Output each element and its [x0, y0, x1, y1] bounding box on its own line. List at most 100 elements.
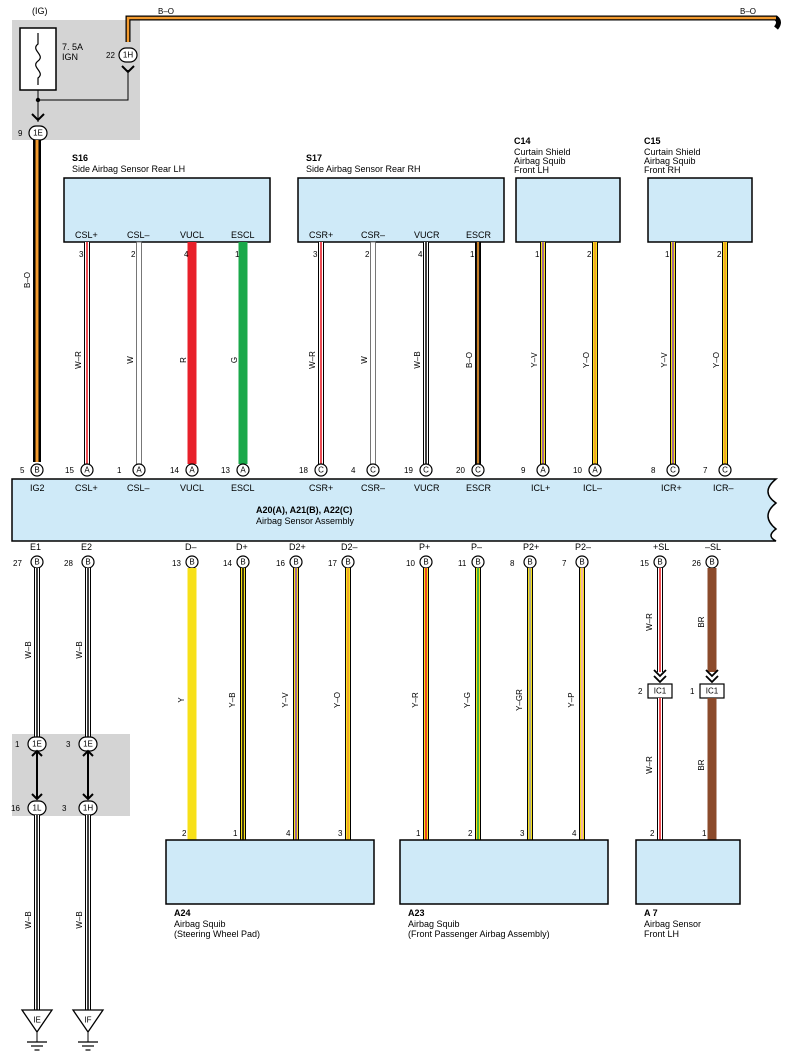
top-wire-color-6: W–B: [413, 351, 422, 368]
bottom-wire-color-9: BR: [697, 616, 706, 627]
ig2-pin: 5: [20, 466, 25, 475]
top-wire-pin-top-11: 2: [717, 250, 722, 259]
top-wire-term-5: CSR–: [361, 230, 385, 240]
bottom-wire-connector-6: B: [523, 555, 537, 569]
svg-text:B: B: [293, 558, 298, 567]
top-wire-pin-top-10: 1: [665, 250, 670, 259]
junction-link: [36, 751, 38, 799]
bottom-wire-label-0: D–: [185, 542, 197, 552]
svg-text:(Steering Wheel Pad): (Steering Wheel Pad): [174, 929, 260, 939]
top-wire-term-2: VUCL: [180, 230, 204, 240]
svg-text:Side Airbag Sensor Rear RH: Side Airbag Sensor Rear RH: [306, 164, 421, 174]
ground-wire-b-1: [85, 815, 91, 1010]
bottom-wire-7: [579, 568, 585, 840]
top-wire-pin-bot-10: 8: [651, 466, 656, 475]
top-wire-connector-8: A: [536, 463, 550, 477]
bottom-wire-pin-9: 26: [692, 559, 701, 568]
bottom-wire-pin-bot-2: 4: [286, 829, 291, 838]
component-s17: S17 Side Airbag Sensor Rear RH: [297, 153, 505, 243]
top-wire-color-1: W: [126, 356, 135, 364]
top-wire-pin-top-2: 4: [184, 250, 189, 259]
top-wire-pin-top-3: 1: [235, 250, 240, 259]
component-a7: A 7 Airbag Sensor Front LH: [635, 839, 741, 939]
svg-text:A: A: [592, 466, 598, 475]
top-wire-color-left: B–O: [158, 7, 174, 16]
top-wire-label-0: CSL+: [75, 483, 98, 493]
fuse-wire: [37, 70, 129, 101]
bottom-wire-color-7: Y–P: [567, 692, 576, 707]
top-wire-pin-top-7: 1: [470, 250, 475, 259]
svg-text:IF: IF: [84, 1016, 91, 1025]
top-wire-pin-bot-2: 14: [170, 466, 179, 475]
svg-text:A24: A24: [174, 908, 191, 918]
top-wire-color-9: Y–O: [582, 352, 591, 368]
top-wire-3: [238, 242, 248, 464]
svg-text:Airbag Squib: Airbag Squib: [174, 919, 226, 929]
ground-wire-connector-0: B: [30, 555, 44, 569]
svg-text:1E: 1E: [32, 740, 42, 749]
bottom-wire-connector-1: B: [236, 555, 250, 569]
bottom-wire-6: [527, 568, 533, 840]
bottom-ic-pin-8: 2: [638, 687, 643, 696]
top-wire-color-10: Y–V: [660, 352, 669, 368]
bottom-wire-pin-4: 10: [406, 559, 415, 568]
ig2-connector: B: [30, 463, 44, 477]
svg-text:IC1: IC1: [706, 687, 719, 696]
bottom-wire-label-5: P–: [471, 542, 482, 552]
top-wire-color-5: W: [360, 356, 369, 364]
bottom-wire-pin-bot-3: 3: [338, 829, 343, 838]
bottom-wire-pin-bot-4: 1: [416, 829, 421, 838]
top-wire-label-6: VUCR: [414, 483, 440, 493]
connector-arrow: [31, 113, 45, 122]
bottom-ic-9: IC1: [699, 683, 725, 699]
top-wire-color-0: W–R: [74, 351, 83, 369]
top-wire-label-7: ESCR: [466, 483, 492, 493]
top-wire-connector-5: C: [366, 463, 380, 477]
ground-wire-color-a-1: W–B: [75, 641, 84, 658]
top-wire-term-4: CSR+: [309, 230, 333, 240]
svg-text:C: C: [670, 466, 676, 475]
top-wire-term-3: ESCL: [231, 230, 255, 240]
connector-arrow: [653, 669, 667, 684]
top-wire-connector-0: A: [80, 463, 94, 477]
svg-text:1E: 1E: [83, 740, 93, 749]
svg-text:1H: 1H: [83, 804, 93, 813]
svg-text:C15: C15: [644, 136, 661, 146]
top-wire-pin-bot-4: 18: [299, 466, 308, 475]
svg-text:C: C: [475, 466, 481, 475]
ground-wire-a-0: [34, 568, 40, 737]
bottom-wire-4: [423, 568, 429, 840]
bottom-wire-connector-0: B: [185, 555, 199, 569]
svg-text:Front LH: Front LH: [514, 165, 549, 175]
bottom-wire-color-5: Y–G: [463, 692, 472, 708]
svg-text:Front LH: Front LH: [644, 929, 679, 939]
svg-text:A 7: A 7: [644, 908, 658, 918]
svg-text:B: B: [709, 558, 714, 567]
bottom-wire-b-9: [707, 698, 717, 840]
svg-text:S17: S17: [306, 153, 322, 163]
bottom-wire-pin-5: 11: [458, 559, 467, 568]
bottom-wire-pin-8: 15: [640, 559, 649, 568]
top-wire-connector-7: C: [471, 463, 485, 477]
bottom-wire-pin-3: 17: [328, 559, 337, 568]
bottom-wire-5: [475, 568, 481, 840]
svg-text:Airbag Squib: Airbag Squib: [408, 919, 460, 929]
svg-text:1E: 1E: [33, 129, 43, 138]
bottom-wire-pin-bot-8: 2: [650, 829, 655, 838]
bottom-wire-connector-7: B: [575, 555, 589, 569]
top-wire-label-5: CSR–: [361, 483, 385, 493]
ground-wire-label-1: E2: [81, 542, 92, 552]
ground-wire-color-b-0: W–B: [24, 911, 33, 928]
svg-text:C: C: [423, 466, 429, 475]
bottom-wire-2: [293, 568, 299, 840]
bottom-wire-connector-3: B: [341, 555, 355, 569]
top-wire-pin-bot-6: 19: [404, 466, 413, 475]
top-wire-pin-bot-5: 4: [351, 466, 356, 475]
component-c14: C14 Curtain Shield Airbag Squib Front LH: [514, 136, 621, 243]
ground-wire-pin-1: 28: [64, 559, 73, 568]
svg-text:A: A: [240, 466, 246, 475]
svg-text:A23: A23: [408, 908, 425, 918]
bottom-wire-color2-8: W–R: [645, 756, 654, 774]
svg-text:B: B: [657, 558, 662, 567]
